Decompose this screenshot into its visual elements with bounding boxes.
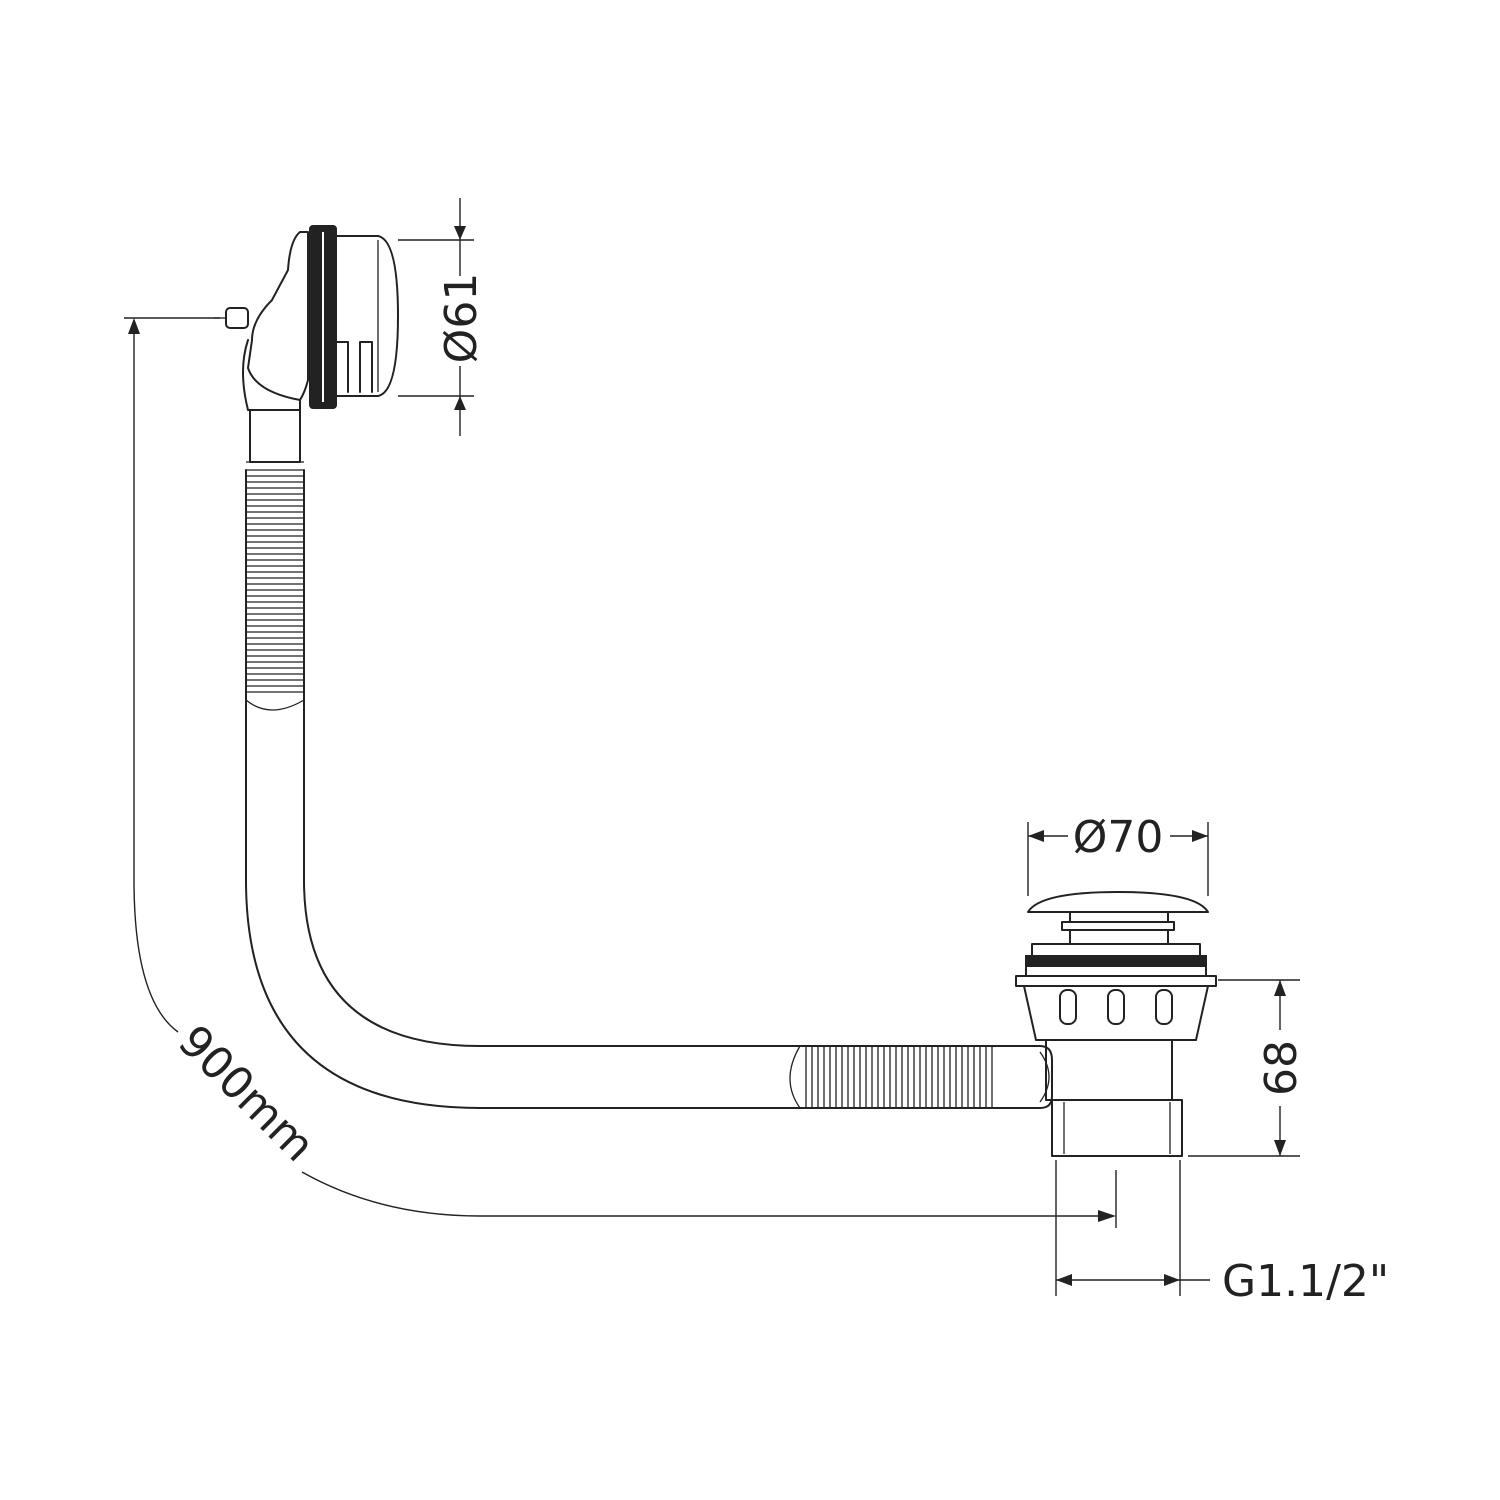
vertical-corrugation: [246, 475, 304, 693]
waste-height-label: 68: [1256, 1040, 1307, 1096]
dimension-waste-diameter: Ø70: [1027, 812, 1209, 896]
cable-length-label: 900mm: [168, 1016, 324, 1172]
dimension-thread-size: G1.1/2": [1055, 1160, 1389, 1307]
overflow-diameter-label: Ø61: [436, 273, 487, 364]
horizontal-corrugation: [805, 1046, 993, 1108]
dimension-cable-length: 900mm: [124, 317, 1117, 1228]
dimension-overflow-diameter: Ø61: [398, 198, 487, 436]
thread-size-label: G1.1/2": [1222, 1256, 1389, 1307]
waste-diameter-label: Ø70: [1073, 812, 1164, 863]
overflow-head: [214, 225, 399, 411]
dimension-waste-height: 68: [1188, 979, 1307, 1157]
waste-body: [1015, 891, 1217, 1157]
overflow-hose: [245, 409, 1053, 1109]
